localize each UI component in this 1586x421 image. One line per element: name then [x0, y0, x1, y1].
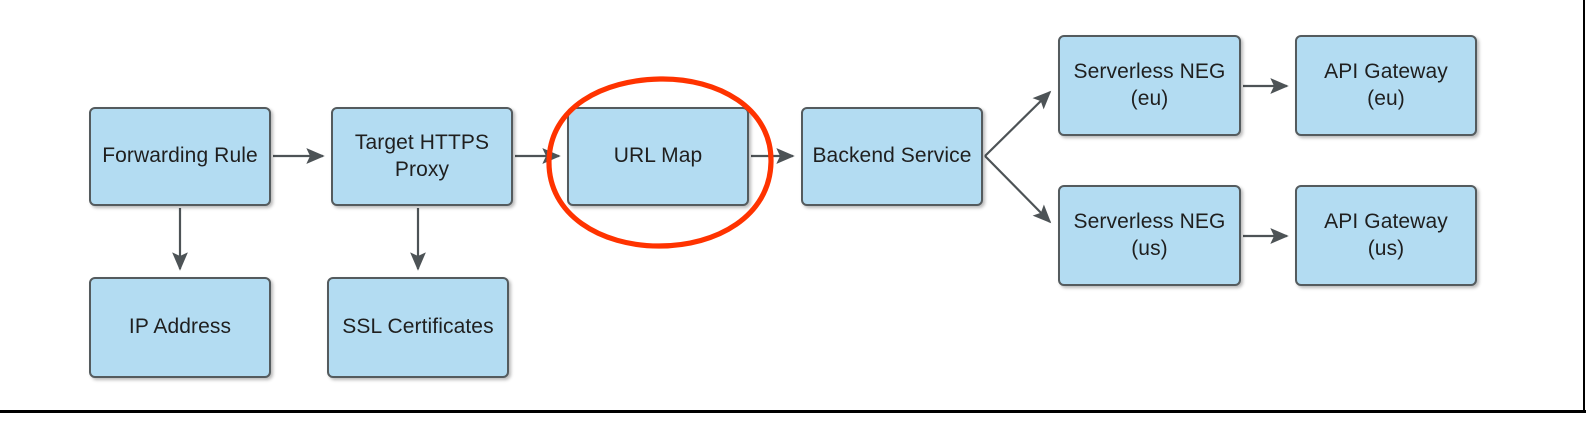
- right-divider: [1583, 0, 1585, 411]
- edge-backend-service-to-serverless-neg-us: [984, 155, 1052, 224]
- node-backend-service[interactable]: Backend Service: [801, 107, 983, 206]
- node-serverless-neg-us[interactable]: Serverless NEG (us): [1058, 185, 1241, 286]
- node-url-map[interactable]: URL Map: [567, 107, 749, 206]
- node-ip-address[interactable]: IP Address: [89, 277, 271, 378]
- node-label: IP Address: [128, 315, 232, 339]
- node-label: API Gateway (us): [1324, 209, 1448, 260]
- edge-backend-service-to-serverless-neg-eu: [984, 90, 1052, 157]
- node-label: Forwarding Rule: [102, 144, 258, 168]
- node-label: Target HTTPS Proxy: [354, 130, 490, 181]
- node-label: Serverless NEG (eu): [1073, 59, 1226, 110]
- node-forwarding-rule[interactable]: Forwarding Rule: [89, 107, 271, 206]
- node-target-https-proxy[interactable]: Target HTTPS Proxy: [331, 107, 513, 206]
- node-label: API Gateway (eu): [1324, 59, 1448, 110]
- node-label: Serverless NEG (us): [1073, 209, 1226, 260]
- node-api-gateway-eu[interactable]: API Gateway (eu): [1295, 35, 1477, 136]
- node-label: URL Map: [613, 144, 703, 168]
- node-serverless-neg-eu[interactable]: Serverless NEG (eu): [1058, 35, 1241, 136]
- node-ssl-certificates[interactable]: SSL Certificates: [327, 277, 509, 378]
- node-label: SSL Certificates: [342, 315, 494, 339]
- node-label: Backend Service: [812, 144, 972, 168]
- bottom-divider: [0, 410, 1586, 413]
- node-api-gateway-us[interactable]: API Gateway (us): [1295, 185, 1477, 286]
